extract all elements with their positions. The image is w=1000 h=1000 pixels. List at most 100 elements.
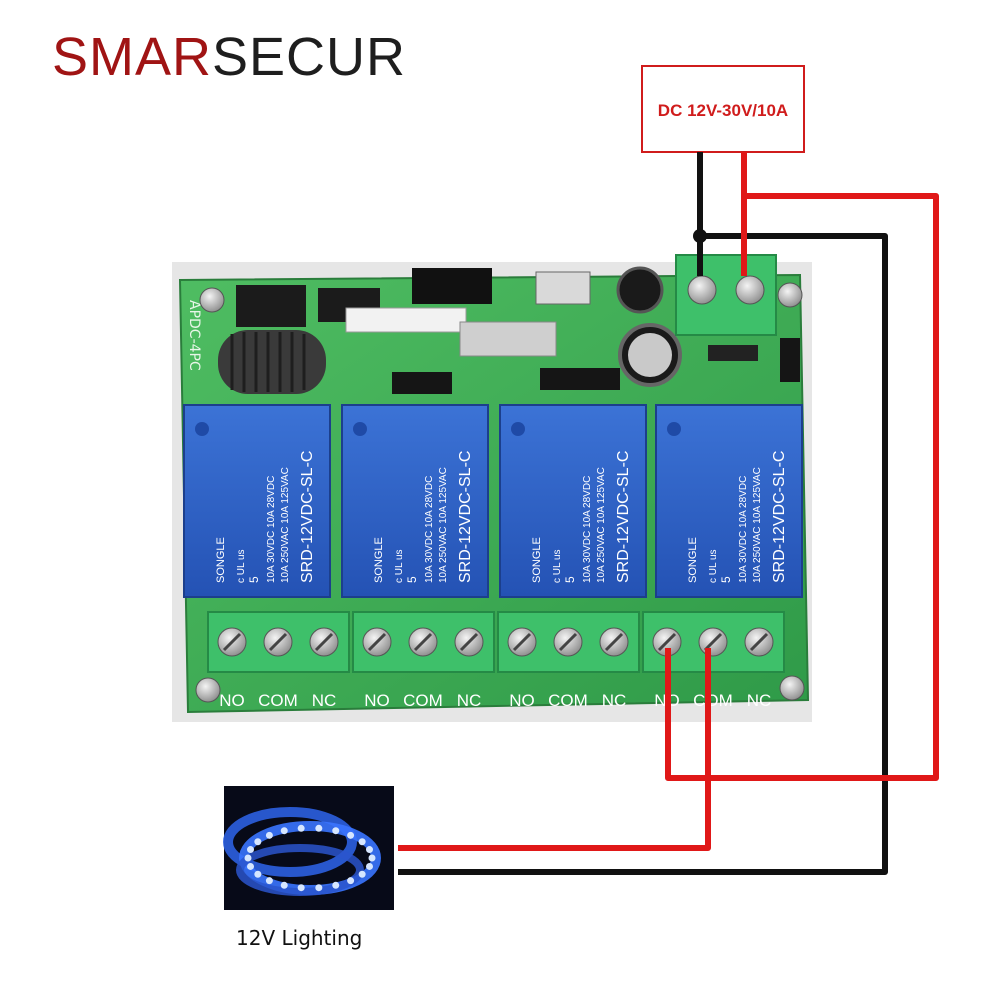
relay-rating-dc: 10A 30VDC 10A 28VDC: [424, 476, 435, 583]
led-dot: [365, 846, 373, 854]
led-dot: [297, 824, 305, 832]
relay-rating-ac: 10A 250VAC 10A 125VAC: [752, 467, 763, 583]
relay-rating-dc: 10A 30VDC 10A 28VDC: [738, 476, 749, 583]
pin-header: [392, 372, 452, 394]
pin-header: [540, 368, 620, 390]
led-dot: [265, 831, 273, 839]
relay-rating-dc: 10A 30VDC 10A 28VDC: [266, 476, 277, 583]
relay-top-number: 5: [247, 576, 261, 583]
wires: [398, 152, 939, 875]
relay-body: [655, 404, 803, 598]
terminal-label: NC: [457, 691, 482, 710]
relay-rating-dc: 10A 30VDC 10A 28VDC: [582, 476, 593, 583]
wire-com-to-light: [398, 648, 711, 851]
relay-brand: SONGLE: [215, 537, 227, 583]
led-dot: [315, 884, 323, 892]
screw-slot: [268, 632, 288, 652]
crystal: [459, 321, 557, 357]
relay-body: [341, 404, 489, 598]
led-dot: [332, 881, 340, 889]
led-dot: [347, 831, 355, 839]
relay-marks: c UL us: [394, 549, 405, 583]
power-supply: DC 12V-30V/10A: [641, 65, 805, 153]
wire-negative: [398, 152, 888, 875]
led-dot: [347, 877, 355, 885]
screw-slot: [749, 632, 769, 652]
capacitor-icon: [616, 266, 682, 387]
led-dot: [265, 877, 273, 885]
led-dot: [368, 854, 376, 862]
diode: [780, 338, 800, 382]
board-side-label: APDC-4PC: [186, 300, 202, 371]
terminal-label: NO: [219, 691, 245, 710]
wire-positive: [665, 152, 939, 781]
relay-pin-mark: [667, 422, 681, 436]
brand-logo: SMARSECUR: [52, 22, 406, 92]
power-supply-label: DC 12V-30V/10A: [658, 101, 788, 120]
screw-slot: [413, 632, 433, 652]
ic-chips: [236, 268, 800, 394]
push-button: [535, 271, 591, 305]
relay-top-number: 5: [405, 576, 419, 583]
led-dot: [365, 862, 373, 870]
relay-body: [183, 404, 331, 598]
led-dot: [254, 838, 262, 846]
screw-icon: [195, 282, 805, 703]
power-supply-box: [641, 65, 805, 153]
led-dot: [254, 870, 262, 878]
led-dot: [297, 884, 305, 892]
brand-logo-part1: SMAR: [52, 27, 213, 87]
relay-model: SRD-12VDC-SL-C: [299, 451, 316, 583]
led-strip-icon: [223, 786, 394, 910]
relay-top-number: 5: [719, 576, 733, 583]
smd-component: [708, 345, 758, 361]
led-dot: [315, 824, 323, 832]
relay-model: SRD-12VDC-SL-C: [615, 451, 632, 583]
screw-slot: [367, 632, 387, 652]
led-dot: [280, 881, 288, 889]
screw-slot: [512, 632, 532, 652]
power-terminal: [675, 254, 777, 336]
screw-slot: [604, 632, 624, 652]
lighting-caption: 12V Lighting: [236, 926, 363, 950]
relay-brand: SONGLE: [531, 537, 543, 583]
relay-pin-mark: [353, 422, 367, 436]
terminal-label: COM: [693, 691, 733, 710]
terminal-label: COM: [548, 691, 588, 710]
terminal-label: NO: [509, 691, 535, 710]
antenna-coil-icon: [218, 330, 326, 394]
screw-slot: [657, 632, 677, 652]
relay-rating-ac: 10A 250VAC 10A 125VAC: [280, 467, 291, 583]
wire-junction: [693, 229, 707, 243]
relay-pin-mark: [195, 422, 209, 436]
relay-top-number: 5: [563, 576, 577, 583]
terminal-label: COM: [403, 691, 443, 710]
terminal-label: NC: [312, 691, 337, 710]
led-dot: [358, 838, 366, 846]
terminal-label: NC: [747, 691, 772, 710]
screw-slot: [314, 632, 334, 652]
jumper-header: [412, 268, 492, 304]
screw-slot: [558, 632, 578, 652]
relay-model: SRD-12VDC-SL-C: [457, 451, 474, 583]
led-dot: [332, 827, 340, 835]
led-dot: [244, 854, 252, 862]
relay-body: [499, 404, 647, 598]
terminal-label: NC: [602, 691, 627, 710]
relay-pin-mark: [511, 422, 525, 436]
terminal-label: NO: [364, 691, 390, 710]
relay-marks: c UL us: [552, 549, 563, 583]
screw-slot: [222, 632, 242, 652]
relay-rating-ac: 10A 250VAC 10A 125VAC: [596, 467, 607, 583]
relay-brand: SONGLE: [687, 537, 699, 583]
led-dot: [247, 862, 255, 870]
relay-brand: SONGLE: [373, 537, 385, 583]
